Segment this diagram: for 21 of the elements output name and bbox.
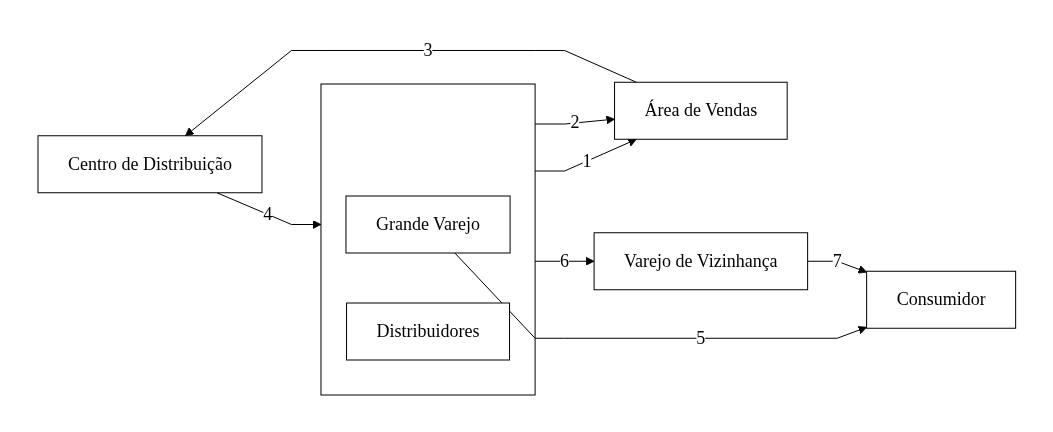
node-box: Varejo de Vizinhança [593, 232, 808, 291]
arrow [184, 50, 637, 137]
node-box: Distribuidores [345, 302, 510, 361]
node-box: Grande Varejo [345, 195, 511, 254]
arrow [454, 252, 867, 339]
edge-label: 1 [582, 150, 592, 171]
edge-label: 2 [570, 112, 580, 133]
arrow [534, 138, 637, 172]
node-box: Área de Vendas [613, 81, 788, 140]
edge-label: 3 [423, 40, 433, 60]
arrow [806, 260, 867, 274]
arrow [216, 192, 322, 229]
arrow [534, 115, 615, 125]
edge-label: 4 [262, 203, 272, 224]
arrow [534, 256, 595, 266]
edge-label: 6 [559, 250, 569, 271]
cluster [320, 83, 536, 396]
edge-label: 7 [832, 250, 842, 271]
node-box: Consumidor [865, 270, 1016, 329]
edge-label: 5 [696, 327, 706, 348]
node-box: Centro de Distribuição [37, 135, 263, 194]
